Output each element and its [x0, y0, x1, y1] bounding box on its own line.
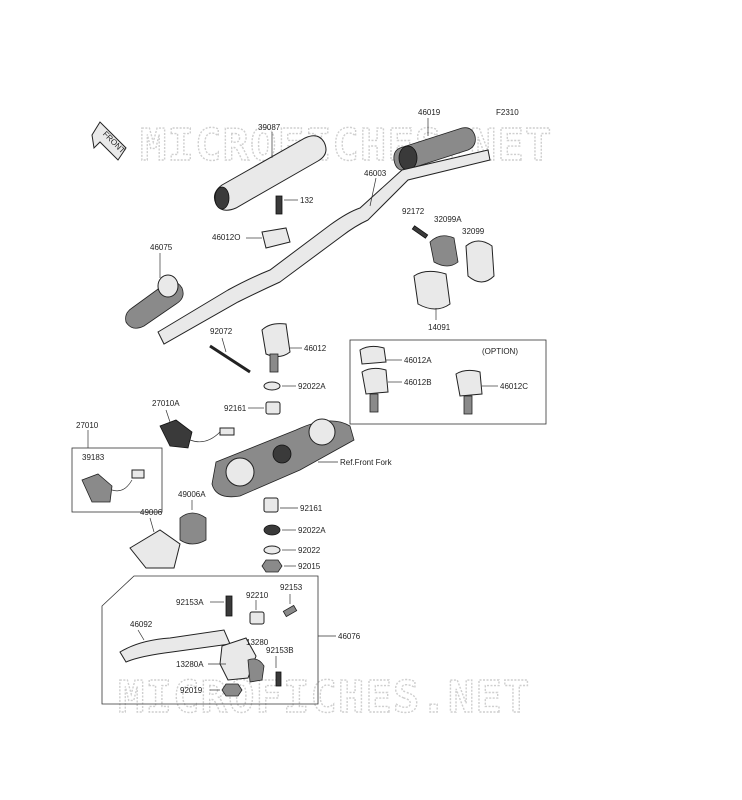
upper-clamp — [261, 227, 291, 249]
clamp-46012A — [359, 345, 387, 365]
label-46012C: 46012C — [500, 382, 528, 391]
label-92015: 92015 — [298, 562, 321, 571]
label-14091: 14091 — [428, 323, 451, 332]
screw-92172 — [411, 225, 429, 239]
label-46003: 46003 — [364, 169, 387, 178]
label-39087: 39087 — [258, 123, 281, 132]
label-39183: 39183 — [82, 453, 105, 462]
watermark-top: MICROFICHES.NET — [140, 120, 552, 171]
holder-49006A — [179, 512, 207, 545]
label-92153: 92153 — [280, 583, 303, 592]
lever-assembly-box — [101, 575, 319, 705]
switch-39183 — [81, 473, 113, 503]
label-46019: 46019 — [418, 108, 441, 117]
label-13280A: 13280A — [176, 660, 204, 669]
handlebar — [157, 149, 491, 345]
throttle-cover — [413, 270, 451, 310]
left-grip — [125, 274, 184, 329]
label-49006A: 49006A — [178, 490, 206, 499]
nut-92019 — [221, 683, 243, 697]
label-92172: 92172 — [402, 207, 425, 216]
clamp-46012C — [455, 369, 483, 397]
holder-49006 — [129, 529, 181, 569]
right-grip — [393, 127, 476, 171]
bushing-92161-top — [265, 401, 281, 415]
label-92022A-top: 92022A — [298, 382, 326, 391]
clamp-46012B — [361, 367, 389, 395]
throttle-housing-a — [429, 235, 459, 267]
switch-box — [71, 447, 163, 513]
label-92161-top: 92161 — [224, 404, 247, 413]
label-32099: 32099 — [462, 227, 485, 236]
washer-92022A-bottom — [263, 524, 281, 536]
switch-27010A — [159, 419, 193, 449]
label-49006: 49006 — [140, 508, 163, 517]
clutch-lever — [119, 629, 231, 663]
label-46012: 46012 — [304, 344, 327, 353]
bar-pad — [214, 135, 327, 211]
label-46075: 46075 — [150, 243, 173, 252]
label-46012A: 46012A — [404, 356, 432, 365]
label-92022A-bottom: 92022A — [298, 526, 326, 535]
label-92210: 92210 — [246, 591, 269, 600]
triple-clamp — [211, 418, 355, 498]
bolt-132 — [275, 195, 283, 215]
bolt-92153B — [275, 671, 282, 687]
ref-front-fork: Ref.Front Fork — [340, 458, 393, 467]
option-label: (OPTION) — [482, 347, 518, 356]
cable-tie-92072 — [209, 344, 251, 374]
label-92072: 92072 — [210, 327, 233, 336]
washer-92022 — [263, 545, 281, 555]
washer-92022A-top — [263, 381, 281, 391]
bolt-92153A — [225, 595, 233, 617]
throttle-housing — [465, 240, 495, 283]
option-box — [349, 339, 547, 425]
watermark-bottom: MICROFICHES.NET — [118, 672, 530, 723]
nut-92015 — [261, 559, 283, 573]
label-92153B: 92153B — [266, 646, 294, 655]
bushing-92210 — [249, 611, 265, 625]
label-46076: 46076 — [338, 632, 361, 641]
label-132: 132 — [300, 196, 314, 205]
label-92161-bottom: 92161 — [300, 504, 323, 513]
label-32099A: 32099A — [434, 215, 462, 224]
label-92022: 92022 — [298, 546, 321, 555]
front-arrow-icon: FRONT — [91, 121, 127, 161]
label-46092: 46092 — [130, 620, 153, 629]
label-27010: 27010 — [76, 421, 99, 430]
figure-code: F2310 — [496, 108, 519, 117]
label-27010A: 27010A — [152, 399, 180, 408]
bushing-92161-bottom — [263, 497, 279, 513]
label-13280: 13280 — [246, 638, 269, 647]
label-92019: 92019 — [180, 686, 203, 695]
label-46012B: 46012B — [404, 378, 432, 387]
label-46012O: 46012O — [212, 233, 240, 242]
bolt-92153 — [282, 604, 298, 618]
label-92153A: 92153A — [176, 598, 204, 607]
lower-clamp — [261, 323, 291, 358]
clamp-13280A — [247, 658, 265, 683]
